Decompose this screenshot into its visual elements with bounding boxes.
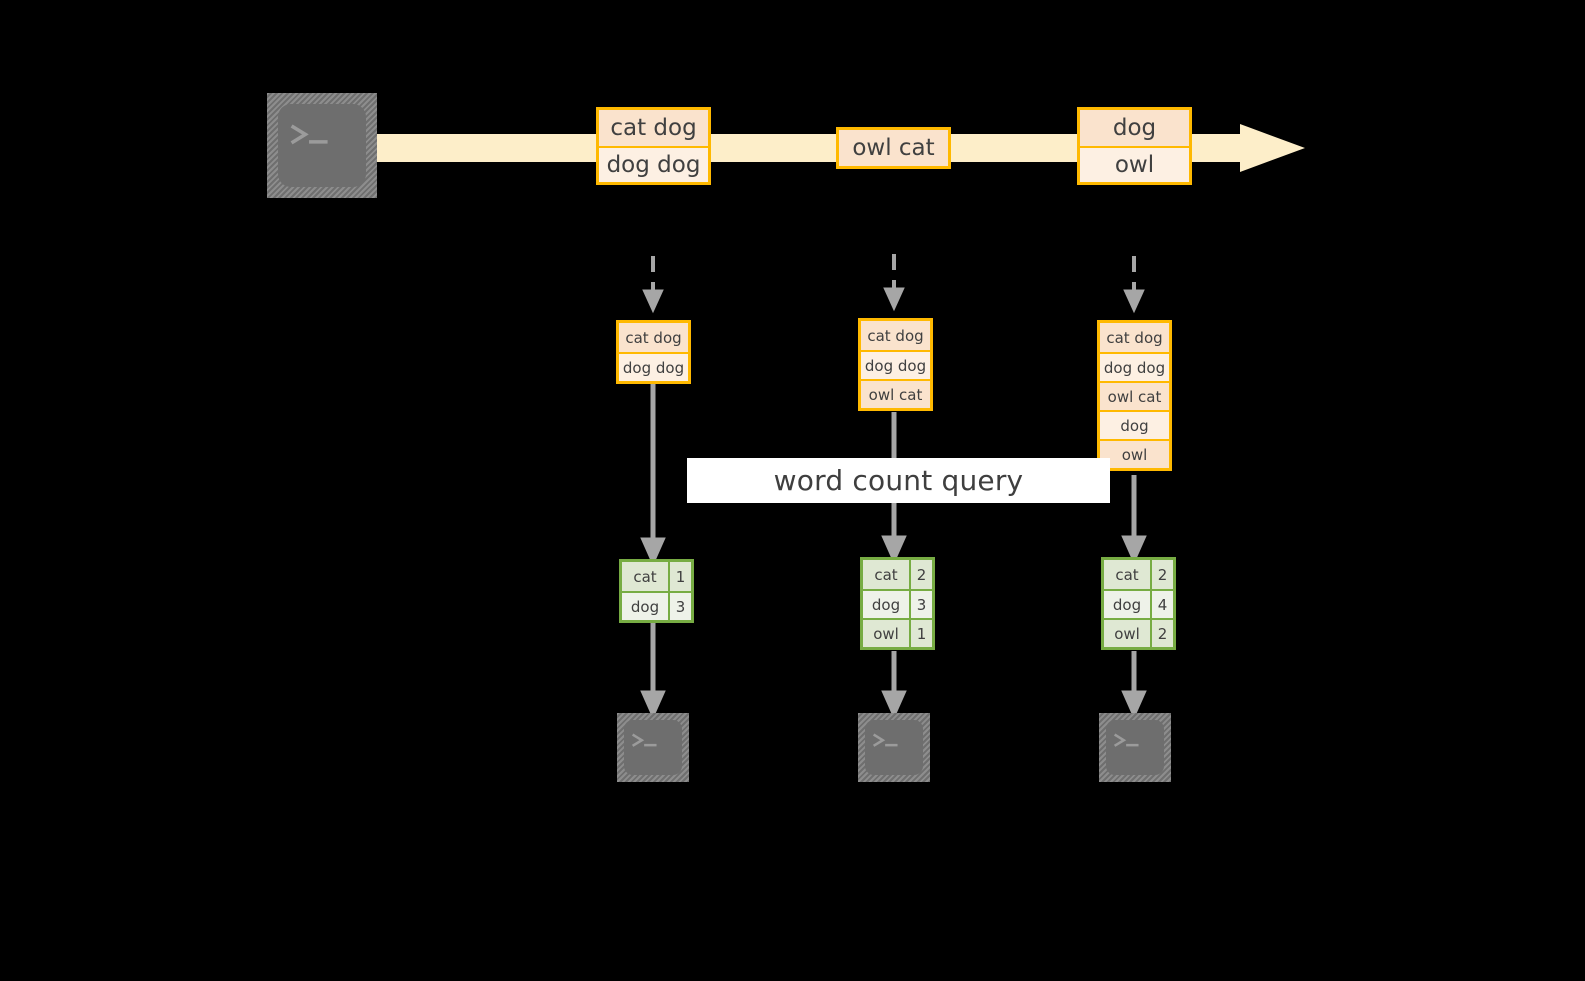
input-row: owl	[1100, 439, 1169, 468]
input-row: dog dog	[1100, 352, 1169, 381]
source-terminal-icon[interactable]	[267, 93, 377, 198]
result-word: owl	[1104, 620, 1150, 647]
result-count: 1	[668, 562, 691, 591]
result-word: cat	[622, 562, 668, 591]
result-word: dog	[1104, 591, 1150, 618]
result-count: 2	[1150, 620, 1173, 647]
result-count: 4	[1150, 591, 1173, 618]
batch-line: owl	[1080, 146, 1189, 182]
sink-terminal-column-1[interactable]	[617, 713, 689, 782]
result-row: owl 2	[1104, 618, 1173, 647]
input-row: dog dog	[619, 352, 688, 381]
terminal-prompt-glyph	[872, 733, 898, 747]
sink-terminal-column-2[interactable]	[858, 713, 930, 782]
input-row: dog	[1100, 410, 1169, 439]
input-table-column-1[interactable]: cat dog dog dog	[616, 320, 691, 384]
result-count: 1	[909, 620, 932, 647]
result-table-column-1[interactable]: cat 1 dog 3	[619, 559, 694, 623]
terminal-screen	[1106, 720, 1164, 775]
stream-batch-2[interactable]: owl cat	[836, 127, 951, 169]
terminal-screen	[865, 720, 923, 775]
result-table-column-2[interactable]: cat 2 dog 3 owl 1	[860, 557, 935, 650]
sink-arrows	[640, 621, 1147, 720]
input-table-column-2[interactable]: cat dog dog dog owl cat	[858, 318, 933, 411]
terminal-prompt-glyph	[1113, 733, 1139, 747]
stream-batch-1[interactable]: cat dog dog dog	[596, 107, 711, 185]
terminal-prompt-glyph	[631, 733, 657, 747]
result-row: dog 3	[863, 589, 932, 618]
batch-line: dog	[1080, 110, 1189, 146]
terminal-prompt-glyph	[290, 124, 328, 144]
terminal-screen	[624, 720, 682, 775]
result-row: cat 2	[863, 560, 932, 589]
result-row: owl 1	[863, 618, 932, 647]
transform-arrows	[640, 383, 1147, 567]
result-row: cat 2	[1104, 560, 1173, 589]
batch-line: dog dog	[599, 146, 708, 182]
result-row: cat 1	[622, 562, 691, 591]
result-word: owl	[863, 620, 909, 647]
result-word: cat	[1104, 560, 1150, 589]
result-count: 2	[909, 560, 932, 589]
result-count: 3	[909, 591, 932, 618]
input-table-column-3[interactable]: cat dog dog dog owl cat dog owl	[1097, 320, 1172, 471]
batch-line: cat dog	[599, 110, 708, 146]
batch-line: owl cat	[839, 130, 948, 166]
query-label: word count query	[687, 458, 1110, 503]
input-row: owl cat	[1100, 381, 1169, 410]
result-row: dog 3	[622, 591, 691, 620]
stream-batch-3[interactable]: dog owl	[1077, 107, 1192, 185]
input-row: owl cat	[861, 379, 930, 408]
input-row: cat dog	[619, 323, 688, 352]
result-count: 3	[668, 593, 691, 620]
dashed-feed-arrows	[642, 254, 1145, 314]
terminal-screen	[278, 104, 366, 187]
result-word: cat	[863, 560, 909, 589]
result-table-column-3[interactable]: cat 2 dog 4 owl 2	[1101, 557, 1176, 650]
input-row: dog dog	[861, 350, 930, 379]
sink-terminal-column-3[interactable]	[1099, 713, 1171, 782]
input-row: cat dog	[1100, 323, 1169, 352]
result-word: dog	[622, 593, 668, 620]
input-row: cat dog	[861, 321, 930, 350]
result-count: 2	[1150, 560, 1173, 589]
result-row: dog 4	[1104, 589, 1173, 618]
result-word: dog	[863, 591, 909, 618]
